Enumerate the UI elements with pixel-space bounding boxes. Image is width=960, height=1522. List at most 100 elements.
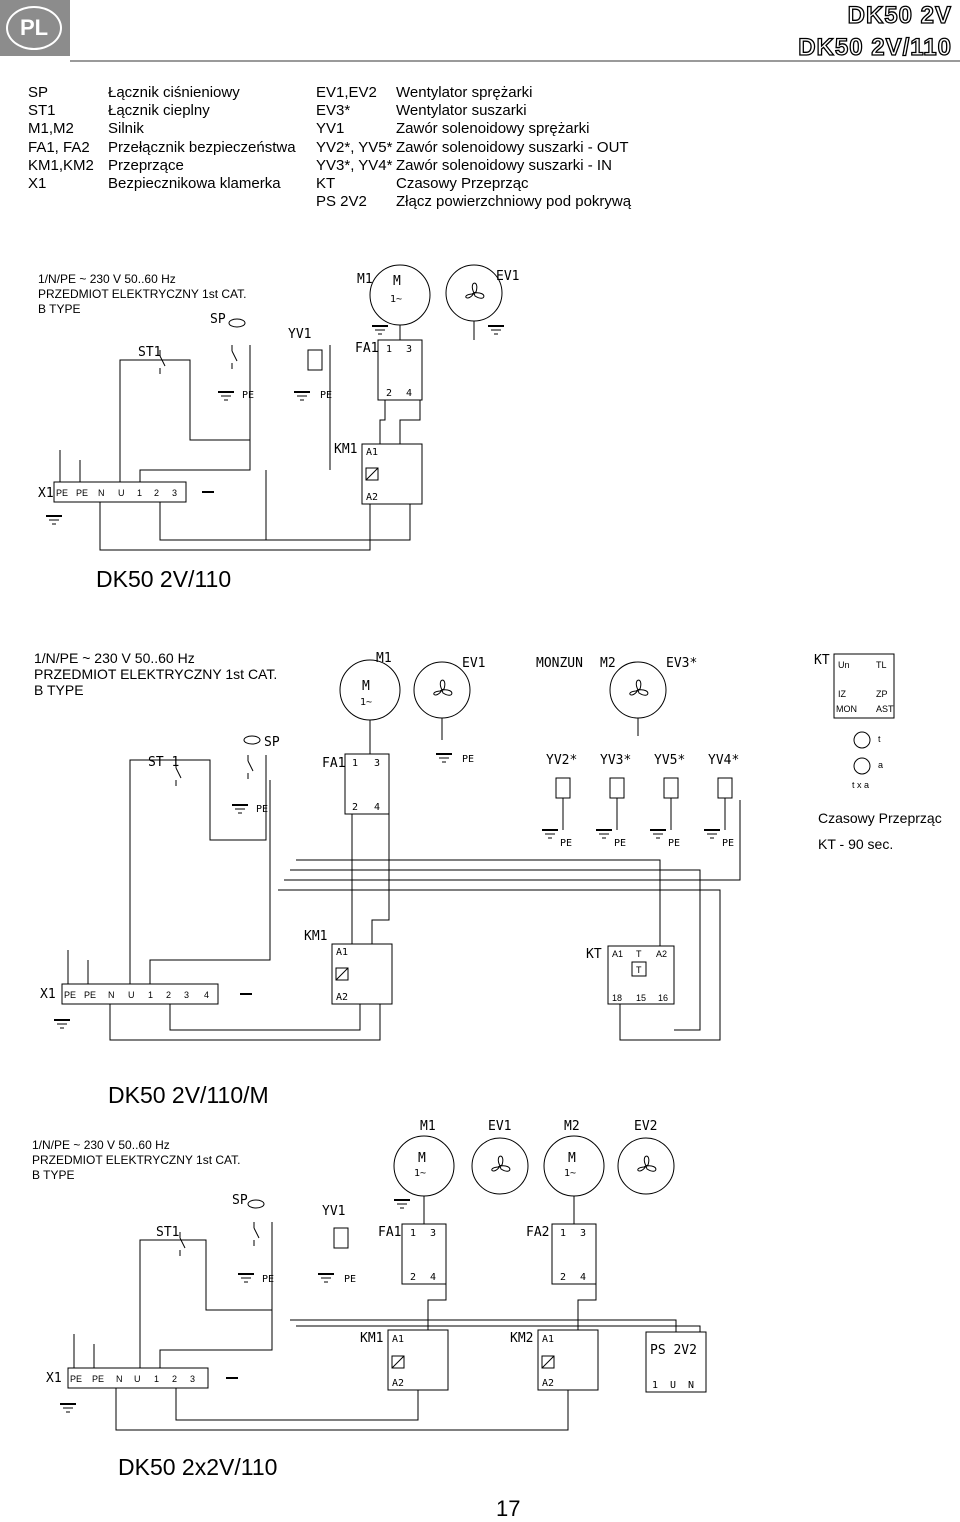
kt-tl: TL — [876, 660, 887, 670]
supply-voltage: 1/N/PE ~ 230 V 50..60 Hz — [38, 272, 176, 286]
label-km1: KM1 — [360, 1331, 383, 1346]
legend-code: YV3*, YV4* — [316, 156, 393, 174]
terminal-label: 3 — [172, 488, 177, 498]
label-km1: KM1 — [304, 929, 327, 944]
kt-mon: MON — [836, 704, 857, 714]
terminal-label: PE — [64, 990, 76, 1000]
ground-icon — [703, 829, 721, 839]
label-motor: M — [418, 1151, 426, 1166]
label-x1: X1 — [38, 486, 54, 501]
legend-desc: Czasowy Przeprząc — [396, 174, 529, 192]
label-ev2: EV2 — [634, 1119, 657, 1134]
terminal-label: 2 — [166, 990, 171, 1000]
legend-code: YV1 — [316, 120, 345, 138]
ground-icon — [237, 1273, 255, 1283]
supply-type: B TYPE — [34, 682, 84, 698]
kt-16: 16 — [658, 993, 668, 1003]
contact-a2: A2 — [366, 492, 378, 503]
label-yv3: YV3* — [600, 753, 631, 768]
supply-type: B TYPE — [32, 1168, 75, 1182]
contact-a1: A1 — [392, 1334, 404, 1345]
diagram-2-wires — [67, 718, 741, 1041]
ground-icon — [393, 1199, 411, 1209]
legend-desc: Przełącznik bezpieczeństwa — [108, 138, 296, 156]
kt-iz: IZ — [838, 689, 847, 699]
label-monzun: MONZUN — [536, 656, 583, 671]
legend-left-descriptions: Łącznik ciśnieniowy Łącznik cieplny Siln… — [108, 84, 296, 193]
label-phase: 1~ — [360, 697, 372, 708]
kt-T: T — [636, 949, 642, 959]
label-pe: PE — [462, 754, 474, 765]
contactor-km1 — [361, 443, 423, 505]
ground-icon — [595, 829, 613, 839]
kt-time-dial[interactable] — [853, 731, 871, 749]
kt-coil — [631, 961, 647, 977]
label-fa1: FA1 — [322, 756, 345, 771]
contact-1: 1 — [410, 1228, 416, 1239]
pressure-switch-sp — [247, 1199, 265, 1209]
diagram-3-wires — [73, 1196, 701, 1431]
label-km2: KM2 — [510, 1331, 533, 1346]
terminal-label: U — [134, 1374, 141, 1384]
legend-code: EV1,EV2 — [316, 84, 377, 101]
coil-icon — [391, 1355, 405, 1369]
contact-4: 4 — [430, 1272, 436, 1283]
label-pe: PE — [344, 1274, 356, 1285]
ground-icon — [231, 804, 249, 814]
label-yv1: YV1 — [288, 327, 311, 342]
terminal-label: N — [116, 1374, 123, 1384]
kt-zp: ZP — [876, 689, 888, 699]
coil-icon — [541, 1355, 555, 1369]
switch-sp-contact — [247, 754, 254, 780]
legend-code: YV2*, YV5* — [316, 138, 393, 156]
diagram-title-2: DK50 2V/110/M — [108, 1082, 269, 1108]
terminal-label: U — [670, 1380, 676, 1391]
ground-icon — [217, 391, 235, 401]
contact-2: 2 — [560, 1272, 566, 1283]
label-m1: M1 — [376, 651, 392, 666]
diagram-3-schematic: M1 M 1~ EV1 M2 M 1~ EV2 SP YV1 ST1 FA1 1… — [46, 1119, 707, 1431]
label-ev3: EV3* — [666, 656, 697, 671]
legend-desc: Wentylator sprężarki — [396, 84, 533, 101]
terminal-block-x1 — [61, 983, 219, 1005]
kt-a: a — [878, 760, 883, 770]
motor-m2 — [543, 1135, 605, 1197]
contact-3: 3 — [430, 1228, 436, 1239]
contact-4: 4 — [580, 1272, 586, 1283]
terminal-label: 1 — [154, 1374, 159, 1384]
label-yv1: YV1 — [322, 1204, 345, 1219]
kt-multiplier-dial[interactable] — [853, 757, 871, 775]
contact-2: 2 — [352, 802, 358, 813]
label-pe: PE — [722, 838, 734, 849]
contact-3: 3 — [374, 758, 380, 769]
label-pe: PE — [614, 838, 626, 849]
fan-icon — [629, 679, 649, 696]
legend-desc: Łącznik cieplny — [108, 102, 210, 120]
terminal-label: PE — [84, 990, 96, 1000]
contact-1: 1 — [352, 758, 358, 769]
terminal-label: N — [688, 1380, 694, 1391]
legend-code: M1,M2 — [28, 120, 74, 138]
contact-2: 2 — [410, 1272, 416, 1283]
label-ev1: EV1 — [488, 1119, 511, 1134]
timer-note-value: KT - 90 sec. — [818, 836, 894, 852]
label-yv2: YV2* — [546, 753, 577, 768]
contact-a2: A2 — [392, 1378, 404, 1389]
contact-a2: A2 — [542, 1378, 554, 1389]
label-st1: ST1 — [138, 345, 161, 360]
motor-m1 — [393, 1135, 455, 1197]
supply-category: PRZEDMIOT ELEKTRYCZNY 1st CAT. — [34, 666, 278, 682]
legend-desc: Przeprzące — [108, 156, 184, 174]
contact-1: 1 — [386, 344, 392, 355]
valve-yv3 — [609, 777, 625, 799]
kt-t: t — [878, 734, 881, 744]
kt-15: 15 — [636, 993, 646, 1003]
legend-desc: Bezpiecznikowa klamerka — [108, 174, 281, 192]
label-fa2: FA2 — [526, 1225, 549, 1240]
fan-ev2 — [617, 1137, 675, 1195]
diagram-2-schematic: M1 M 1~ EV1 MONZUN M2 EV3* KT Un TL IZ Z… — [40, 651, 895, 1041]
label-pe: PE — [242, 390, 254, 401]
contact-3: 3 — [580, 1228, 586, 1239]
contact-2: 2 — [386, 388, 392, 399]
